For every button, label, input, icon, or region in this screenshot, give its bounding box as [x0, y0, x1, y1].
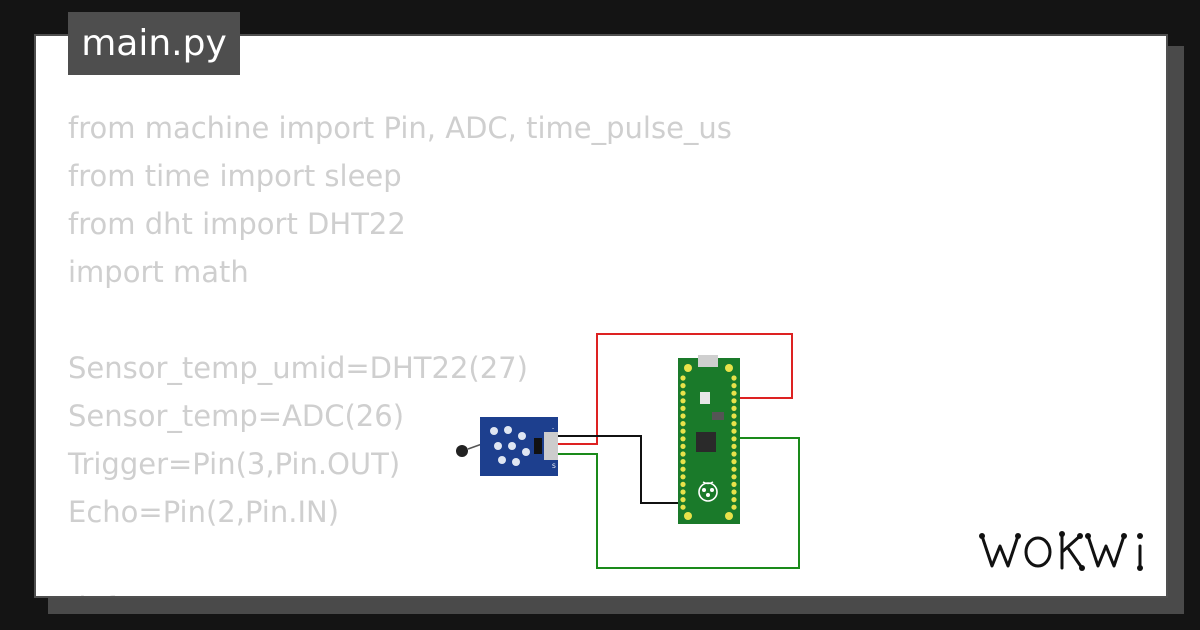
- pico-pin: [731, 474, 737, 480]
- pico-pin: [680, 504, 686, 510]
- pico-pin: [680, 390, 686, 396]
- pico-pin: [680, 398, 686, 404]
- pico-pin: [680, 405, 686, 411]
- pico-pin: [680, 383, 686, 389]
- pico-pin: [731, 459, 737, 465]
- pico-pin: [680, 428, 686, 434]
- pico-pin: [731, 466, 737, 472]
- pico-pins-right: [731, 375, 737, 510]
- pico-pin: [680, 474, 686, 480]
- pico-pin: [680, 459, 686, 465]
- pico-pin: [731, 481, 737, 487]
- pico-pin: [731, 436, 737, 442]
- code-line: Sensor_temp_umid=DHT22(27): [68, 351, 528, 385]
- pico-pin: [731, 428, 737, 434]
- pico-pin: [731, 497, 737, 503]
- pico-pin: [731, 405, 737, 411]
- pico-pin: [731, 421, 737, 427]
- file-tab[interactable]: main.py: [68, 12, 240, 75]
- pico-pin: [731, 443, 737, 449]
- raspberry-logo: [698, 481, 718, 502]
- sensor-pin-s: S: [552, 463, 556, 470]
- sensor-pin-minus: -: [552, 425, 554, 432]
- code-line: import math: [68, 255, 249, 289]
- wokwi-logo: [979, 531, 1143, 571]
- pico-pin: [680, 413, 686, 419]
- pico-pins-left: [680, 375, 686, 510]
- pico-pin: [680, 489, 686, 495]
- code-line: Echo=Pin(2,Pin.IN): [68, 495, 340, 529]
- ntc-sensor-module[interactable]: - S: [456, 417, 558, 476]
- code-line: Trigger=Pin(3,Pin.OUT): [68, 447, 401, 481]
- raspberry-pi-pico-board[interactable]: [678, 355, 740, 524]
- preview-card: from machine import Pin, ADC, time_pulse…: [34, 34, 1168, 598]
- pico-pin: [680, 481, 686, 487]
- pico-pin: [731, 398, 737, 404]
- wire-green[interactable]: [558, 437, 800, 569]
- pico-pin: [731, 375, 737, 381]
- pico-pin: [731, 413, 737, 419]
- code-line: from dht import DHT22: [68, 207, 406, 241]
- code-line: from time import sleep: [68, 159, 402, 193]
- pico-pin: [731, 504, 737, 510]
- wires: [558, 333, 800, 569]
- code-line: from machine import Pin, ADC, time_pulse…: [68, 111, 732, 145]
- wire-red[interactable]: [558, 333, 793, 445]
- circuit-diagram: - S: [456, 333, 800, 569]
- pico-pin: [680, 443, 686, 449]
- pico-pin: [680, 451, 686, 457]
- pico-pin: [680, 497, 686, 503]
- pico-pin: [680, 375, 686, 381]
- code-line: Sensor_temp=ADC(26): [68, 399, 405, 433]
- pico-pin: [731, 390, 737, 396]
- usb-port: [698, 355, 718, 367]
- pico-pin: [680, 466, 686, 472]
- thermistor: [456, 445, 468, 457]
- code-editor: from machine import Pin, ADC, time_pulse…: [68, 104, 732, 596]
- wire-black[interactable]: [558, 435, 682, 504]
- pico-pin: [680, 436, 686, 442]
- pico-pin: [731, 451, 737, 457]
- rp2040-chip: [696, 432, 716, 452]
- code-line: def ... ... ... ... ... ... DHT ...: [68, 584, 732, 596]
- pico-pin: [731, 383, 737, 389]
- pico-pin: [680, 421, 686, 427]
- pico-pin: [731, 489, 737, 495]
